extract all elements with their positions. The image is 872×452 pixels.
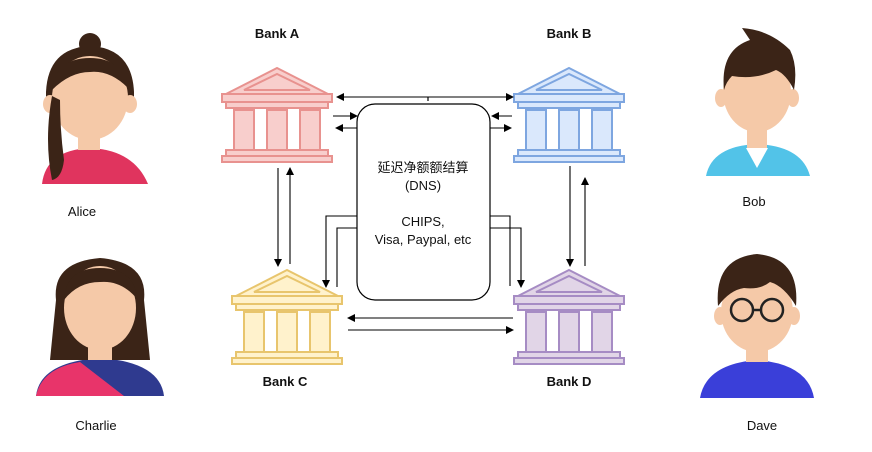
bank-beam (231, 295, 343, 305)
clearing-example-2: Visa, Paypal, etc (375, 232, 472, 247)
arrow-box-to-bank-b-top (427, 93, 514, 101)
bank-column (558, 109, 580, 151)
bank-column (591, 109, 613, 151)
bank-b-building-icon (513, 66, 625, 163)
bank-base (221, 155, 333, 163)
bank-base (231, 357, 343, 365)
bank-a-building-icon (221, 66, 333, 163)
bank-beam (513, 295, 625, 305)
clearing-house-box (356, 103, 491, 301)
bob-avatar-icon (706, 28, 810, 176)
arrow-box-to-bank-d (490, 227, 525, 288)
bank-column (299, 109, 321, 151)
bank-column (243, 311, 265, 353)
bank-column (266, 109, 288, 151)
alice-avatar-icon (42, 33, 148, 184)
bank-label-b: Bank B (547, 26, 592, 41)
line-box-bank-d (490, 215, 511, 286)
bank-column (233, 109, 255, 151)
connector-lines (274, 93, 589, 334)
bank-column (558, 311, 580, 353)
clearing-subtitle: (DNS) (405, 178, 441, 193)
dave-avatar-icon (700, 254, 814, 398)
bank-label-a: Bank A (255, 26, 300, 41)
bank-base (513, 155, 625, 163)
clearing-title: 延迟净额额结算 (377, 160, 468, 175)
arrow-box-to-bank-c (322, 215, 357, 288)
bank-d-building-icon (513, 268, 625, 365)
bank-label-d: Bank D (547, 374, 592, 389)
arrow-box-to-bank-a-top (336, 93, 429, 101)
line-box-bank-c (336, 227, 357, 287)
person-label-dave: Dave (747, 418, 777, 433)
bank-c-building-icon (231, 268, 343, 365)
bank-label-c: Bank C (263, 374, 308, 389)
bank-base (513, 357, 625, 365)
bank-beam (513, 93, 625, 103)
bank-column (309, 311, 331, 353)
person-label-alice: Alice (68, 204, 96, 219)
bank-column (525, 311, 547, 353)
bank-column (525, 109, 547, 151)
clearing-example-1: CHIPS, (401, 214, 444, 229)
bank-column (276, 311, 298, 353)
bank-beam (221, 93, 333, 103)
person-label-charlie: Charlie (75, 418, 116, 433)
person-label-bob: Bob (742, 194, 765, 209)
bank-column (591, 311, 613, 353)
charlie-avatar-icon (36, 258, 164, 396)
